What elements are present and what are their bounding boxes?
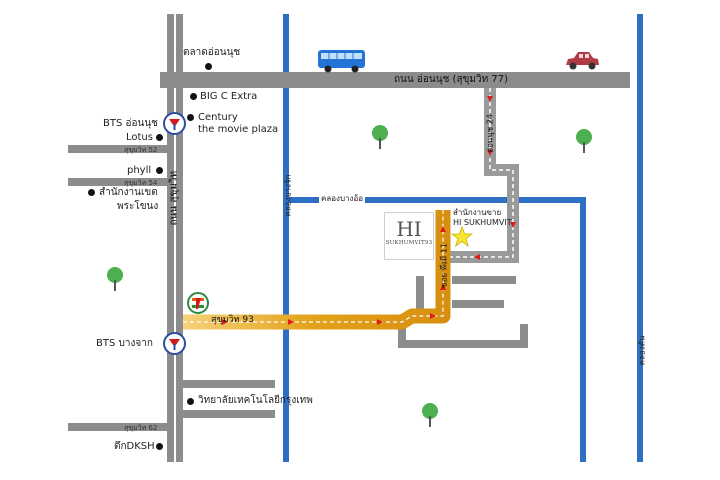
landmark-dksh: ตึกDKSH [114, 441, 155, 452]
tree-icon [576, 129, 592, 153]
road-sukhumvit-centerline [174, 14, 176, 462]
soi-onnut-24-dashes [446, 88, 514, 258]
destination-label-line1: สำนักงานขาย [453, 208, 502, 217]
tree-icon [422, 403, 438, 427]
landmark-dot [205, 63, 212, 70]
route-arrow [474, 254, 480, 260]
road-sukhumvit-52 [68, 145, 167, 153]
landmark-district-office-line1: สำนักงานเขต [99, 187, 158, 198]
landmark-dot [156, 443, 163, 450]
road-sukhumvit-62 [68, 423, 167, 431]
canal-label-horizontal: คลองบางอ้อ [319, 193, 366, 204]
road-label-sukhumvit-93: สุขุมวิท 93 [211, 315, 254, 325]
route-arrow [430, 313, 436, 319]
landmark-phyll: phyll [127, 165, 152, 176]
route-arrow [487, 96, 493, 102]
landmark-century-line1: Century [198, 112, 238, 123]
landmark-onnut-market: ตลาดอ่อนนุช [183, 47, 241, 58]
logo-sub: SUKHUMVIT93 [385, 240, 433, 246]
landmark-dot [187, 398, 194, 405]
route-arrows [222, 96, 516, 325]
destination-logo: HI SUKHUMVIT93 [384, 212, 434, 260]
bts-icon [163, 332, 186, 355]
canal-far-right [637, 14, 643, 462]
route-arrow [377, 319, 383, 325]
landmark-dot [190, 93, 197, 100]
tree-icon [107, 267, 123, 291]
bus-icon [318, 50, 365, 73]
landmark-dot [187, 114, 194, 121]
road-right-stub-2 [183, 410, 275, 418]
road-label-sukhumvit-54: สุขุมวิท 54 [124, 179, 158, 187]
logo-main: HI [396, 217, 422, 241]
road-label-sukhumvit-62: สุขุมวิท 62 [124, 424, 158, 432]
route-arrow [440, 226, 446, 232]
bts-label-on-nut: BTS อ่อนนุช [103, 118, 158, 129]
road-block-3 [416, 276, 424, 316]
road-sukhumvit-54 [68, 178, 167, 186]
road-label-phueng-mi-11: ซอย พึ่งมี 11 [439, 243, 449, 288]
landmark-century-line2: the movie plaza [198, 124, 279, 135]
road-block-2 [452, 300, 504, 308]
road-right-stub-1 [183, 380, 275, 388]
bts-icon [163, 112, 186, 135]
landmark-dot [156, 167, 163, 174]
canal-label-left: คลองบางจัก [283, 174, 293, 217]
route-arrow [440, 284, 446, 290]
car-icon [566, 52, 599, 70]
landmark-lotus: Lotus [126, 132, 153, 143]
road-label-sukhumvit: ถนน สุขุมวิท [168, 170, 180, 226]
road-block-1 [452, 276, 516, 284]
landmark-tech-college: วิทยาลัยเทคโนโลยีกรุงเทพ [198, 395, 313, 406]
road-block-5 [398, 340, 528, 348]
landmark-district-office-line2: พระโขนง [117, 201, 159, 212]
road-label-onnut-24: อ่อนนุช 24 [485, 114, 495, 153]
bts-label-bang-chak: BTS บางจาก [96, 338, 153, 349]
canal-left [283, 14, 289, 462]
seven-eleven-icon [187, 292, 209, 314]
landmark-big-c: BIG C Extra [200, 91, 258, 102]
tree-icon [372, 125, 388, 149]
route-arrow [222, 319, 228, 325]
road-block-6 [520, 324, 528, 348]
route-arrow [510, 222, 516, 228]
road-block-4 [398, 324, 406, 348]
route-arrow [288, 319, 294, 325]
road-label-sukhumvit-52: สุขุมวิท 52 [124, 146, 158, 154]
road-onnut [160, 72, 630, 88]
landmark-dot [88, 189, 95, 196]
landmark-dot [156, 134, 163, 141]
route-arrow [487, 150, 493, 156]
canal-horizontal [283, 197, 586, 203]
canal-right-branch [580, 197, 586, 462]
canal-label-far-right: คลองตัน [637, 335, 647, 366]
road-label-onnut: ถนน อ่อนนุช (สุขุมวิท 77) [394, 74, 508, 85]
sukhumvit-93-dashes [183, 210, 444, 323]
destination-label-line2: HI SUKHUMVIT [453, 218, 512, 227]
star-icon [451, 226, 473, 248]
